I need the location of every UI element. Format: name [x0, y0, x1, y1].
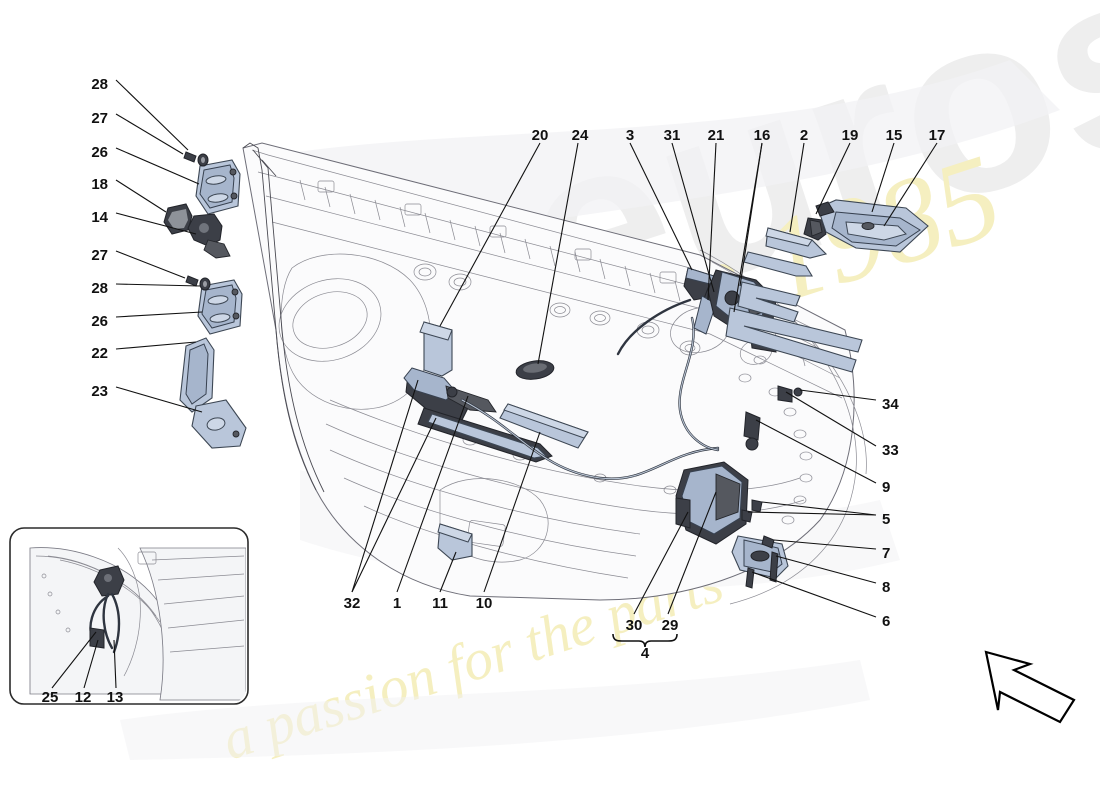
- label-9: 9: [882, 479, 890, 496]
- part-34-clip: [777, 385, 803, 403]
- label-34: 34: [882, 396, 899, 413]
- part-23-plate: [191, 399, 247, 449]
- label-16: 16: [754, 127, 771, 144]
- label-28-upper: 28: [91, 76, 108, 93]
- label-27-upper: 27: [91, 110, 108, 127]
- label-24: 24: [572, 127, 589, 144]
- label-31: 31: [664, 127, 681, 144]
- label-7: 7: [882, 545, 890, 562]
- label-6: 6: [882, 613, 890, 630]
- label-22: 22: [91, 345, 108, 362]
- label-28-lower: 28: [91, 280, 108, 297]
- label-4-group: 4: [641, 645, 650, 662]
- part-33-cable-end: [743, 411, 761, 451]
- part-18-gasket: [163, 203, 193, 235]
- label-18: 18: [91, 176, 108, 193]
- label-15: 15: [886, 127, 903, 144]
- part-15-17-exterior-handle: [815, 199, 929, 253]
- part-19-push-button: [803, 217, 827, 241]
- label-5: 5: [882, 511, 890, 528]
- label-30: 30: [626, 617, 643, 634]
- label-2: 2: [800, 127, 808, 144]
- part-5-screws: [741, 499, 763, 523]
- label-26-lower: 26: [91, 313, 108, 330]
- label-32: 32: [344, 595, 361, 612]
- part-27-28-lower-fasteners: [185, 275, 211, 291]
- label-29: 29: [662, 617, 679, 634]
- label-8: 8: [882, 579, 890, 596]
- label-23: 23: [91, 383, 108, 400]
- label-17: 17: [929, 127, 946, 144]
- part-26-lower-hinge: [197, 279, 243, 335]
- part-10-guide-rod: [499, 403, 589, 449]
- part-24-grommet: [515, 360, 555, 380]
- inset-label-13: 13: [107, 689, 124, 706]
- label-14: 14: [91, 209, 108, 226]
- part-11-clip: [437, 523, 473, 561]
- part-2-clip-strip: [743, 227, 828, 277]
- part-6-7-8-striker: [731, 535, 789, 589]
- part-20-bracket: [419, 321, 453, 377]
- part-16-seal-strips: [725, 281, 863, 373]
- group-bracket-4: [612, 633, 678, 648]
- inset-label-12: 12: [75, 689, 92, 706]
- label-26-upper: 26: [91, 144, 108, 161]
- label-10: 10: [476, 595, 493, 612]
- label-11: 11: [432, 595, 448, 612]
- direction-arrow: [984, 650, 1076, 724]
- label-3: 3: [626, 127, 634, 144]
- label-19: 19: [842, 127, 859, 144]
- label-21: 21: [708, 127, 725, 144]
- label-27-lower: 27: [91, 247, 108, 264]
- part-14-door-check: [187, 213, 231, 259]
- part-27-28-upper-fasteners: [183, 151, 209, 167]
- label-20: 20: [532, 127, 549, 144]
- release-cable: [460, 298, 720, 480]
- part-22-cover: [179, 337, 215, 413]
- leader-lines: [115, 79, 938, 618]
- part-26-upper-hinge: [195, 159, 241, 215]
- label-layer: 28 27 26 18 14 27 28 26 22 23 20 24 3 31…: [91, 76, 945, 662]
- label-33: 33: [882, 442, 899, 459]
- inset-label-25: 25: [42, 689, 59, 706]
- detail-view-box: 25 12 13: [9, 527, 249, 706]
- label-1: 1: [393, 595, 401, 612]
